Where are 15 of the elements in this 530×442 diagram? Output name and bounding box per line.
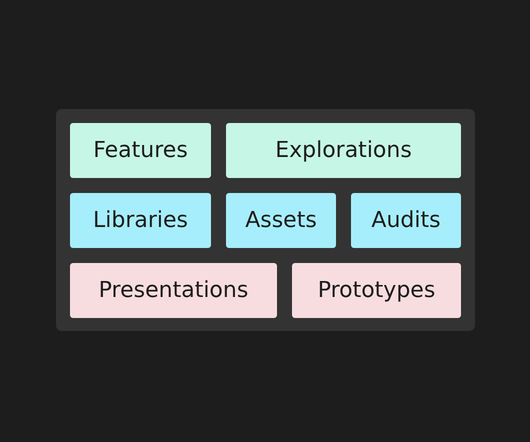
category-label: Audits bbox=[371, 208, 441, 233]
category-label: Assets bbox=[245, 208, 317, 233]
category-label: Libraries bbox=[92, 208, 188, 233]
category-box bbox=[226, 193, 336, 248]
panel-background bbox=[56, 109, 475, 331]
category-box bbox=[70, 123, 211, 178]
category-label: Explorations bbox=[275, 138, 412, 163]
category-box bbox=[292, 263, 461, 318]
category-box bbox=[351, 193, 461, 248]
category-box bbox=[226, 123, 461, 178]
category-box bbox=[70, 193, 211, 248]
category-label: Prototypes bbox=[318, 278, 436, 303]
category-label: Features bbox=[93, 138, 188, 163]
category-box bbox=[70, 263, 277, 318]
category-label: Presentations bbox=[98, 278, 248, 303]
